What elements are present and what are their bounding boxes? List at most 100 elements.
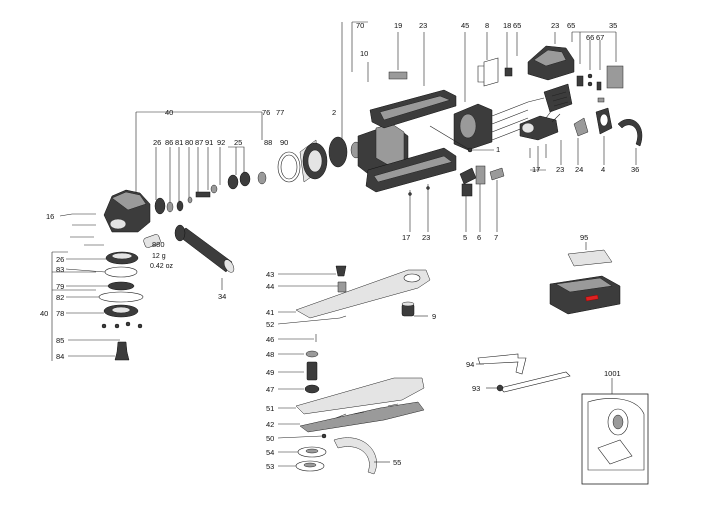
switch-housing	[519, 115, 559, 141]
label-23c: 23	[556, 165, 564, 174]
label-23b: 23	[551, 21, 559, 30]
label-880: 880	[152, 240, 165, 249]
weight-ounces: 0.42 oz	[150, 263, 173, 270]
battery-cover	[567, 249, 613, 267]
leader-50	[277, 435, 323, 439]
label-36: 36	[631, 165, 639, 174]
label-26b: 26	[56, 255, 64, 264]
label-83: 83	[56, 265, 64, 274]
label-67: 67	[596, 33, 604, 42]
small-parts	[59, 213, 161, 248]
label-66: 66	[586, 33, 594, 42]
stator-wires	[491, 101, 529, 141]
bracket-40	[135, 111, 263, 200]
label-76: 76	[262, 108, 270, 117]
spanner-93	[499, 371, 571, 393]
label-95: 95	[580, 233, 588, 242]
label-78: 78	[56, 309, 64, 318]
label-54: 54	[266, 448, 274, 457]
label-35	[606, 65, 624, 89]
label-19	[388, 71, 408, 80]
label-82: 82	[56, 293, 64, 302]
pinion-shaft	[195, 191, 211, 198]
label-18: 18	[503, 21, 511, 30]
button-47	[304, 384, 320, 394]
switch-board-pins	[551, 91, 569, 107]
bracket-70	[341, 21, 368, 140]
handle-flange	[174, 224, 186, 242]
leader-52	[277, 317, 341, 325]
lower-housing-top	[373, 155, 453, 183]
washer-79	[107, 281, 135, 291]
bracket-25	[228, 146, 245, 180]
label-4: 4	[601, 165, 605, 174]
switch-board	[543, 83, 573, 113]
label-43: 43	[266, 270, 274, 279]
label-9: 9	[432, 312, 436, 321]
screw-17b-head	[426, 186, 430, 190]
washer-83	[104, 266, 138, 278]
label-8: 8	[485, 21, 489, 30]
label-41: 41	[266, 308, 274, 317]
disc-53-hub	[303, 462, 317, 468]
label-23d: 23	[422, 233, 430, 242]
spindle-boss	[109, 218, 127, 230]
label-80: 80	[185, 138, 193, 147]
label-46: 46	[266, 335, 274, 344]
part-880	[143, 234, 161, 248]
upper-housing-top	[379, 95, 451, 121]
bevel-gear	[154, 197, 166, 215]
wire-1	[429, 125, 471, 151]
bearing-25b	[239, 171, 251, 187]
pin-52	[339, 315, 347, 319]
gear-head-group	[103, 111, 409, 233]
bearing-25	[227, 174, 239, 190]
side-handle-34	[174, 224, 235, 290]
part-65	[576, 75, 584, 87]
ring-88	[257, 171, 267, 185]
spring-44	[337, 281, 347, 293]
label-49: 49	[266, 368, 274, 377]
label-24: 24	[575, 165, 583, 174]
label-55: 55	[393, 458, 401, 467]
ring-82	[98, 291, 144, 303]
label-81: 81	[175, 138, 183, 147]
bolt-a	[101, 323, 107, 329]
label-19: 19	[394, 21, 402, 30]
nut-26-top	[111, 252, 133, 260]
spring-66b	[587, 81, 593, 87]
bolt-d	[137, 323, 143, 329]
plate-42-slots	[335, 403, 399, 419]
guard-55	[333, 437, 377, 475]
inset-housing	[587, 398, 645, 471]
label-1001: 1001	[604, 369, 621, 378]
label-6: 6	[477, 233, 481, 242]
label-51: 51	[266, 404, 274, 413]
battery-top	[555, 277, 613, 293]
pinion	[210, 184, 218, 194]
part-4-face	[599, 113, 609, 127]
label-93: 93	[472, 384, 480, 393]
label-26a: 26	[153, 138, 161, 147]
label-52: 52	[266, 320, 274, 329]
weight-grams: 12 g	[152, 253, 166, 260]
label-1: 1	[496, 145, 500, 154]
label-17b: 17	[402, 233, 410, 242]
flange-stack	[51, 251, 144, 361]
label-88: 88	[264, 138, 272, 147]
part-6	[475, 165, 486, 185]
label-25: 25	[234, 138, 242, 147]
disc-54-hub	[305, 448, 319, 454]
label-94: 94	[466, 360, 474, 369]
parts-5-6-7	[459, 165, 505, 232]
washer	[166, 201, 174, 213]
stator-45	[429, 32, 529, 153]
guard-assembly	[277, 265, 431, 475]
label-45: 45	[461, 21, 469, 30]
arm-41-hole	[403, 273, 421, 283]
inset-core	[612, 414, 624, 430]
switch-parts	[472, 107, 643, 171]
bracket-65	[571, 31, 617, 70]
